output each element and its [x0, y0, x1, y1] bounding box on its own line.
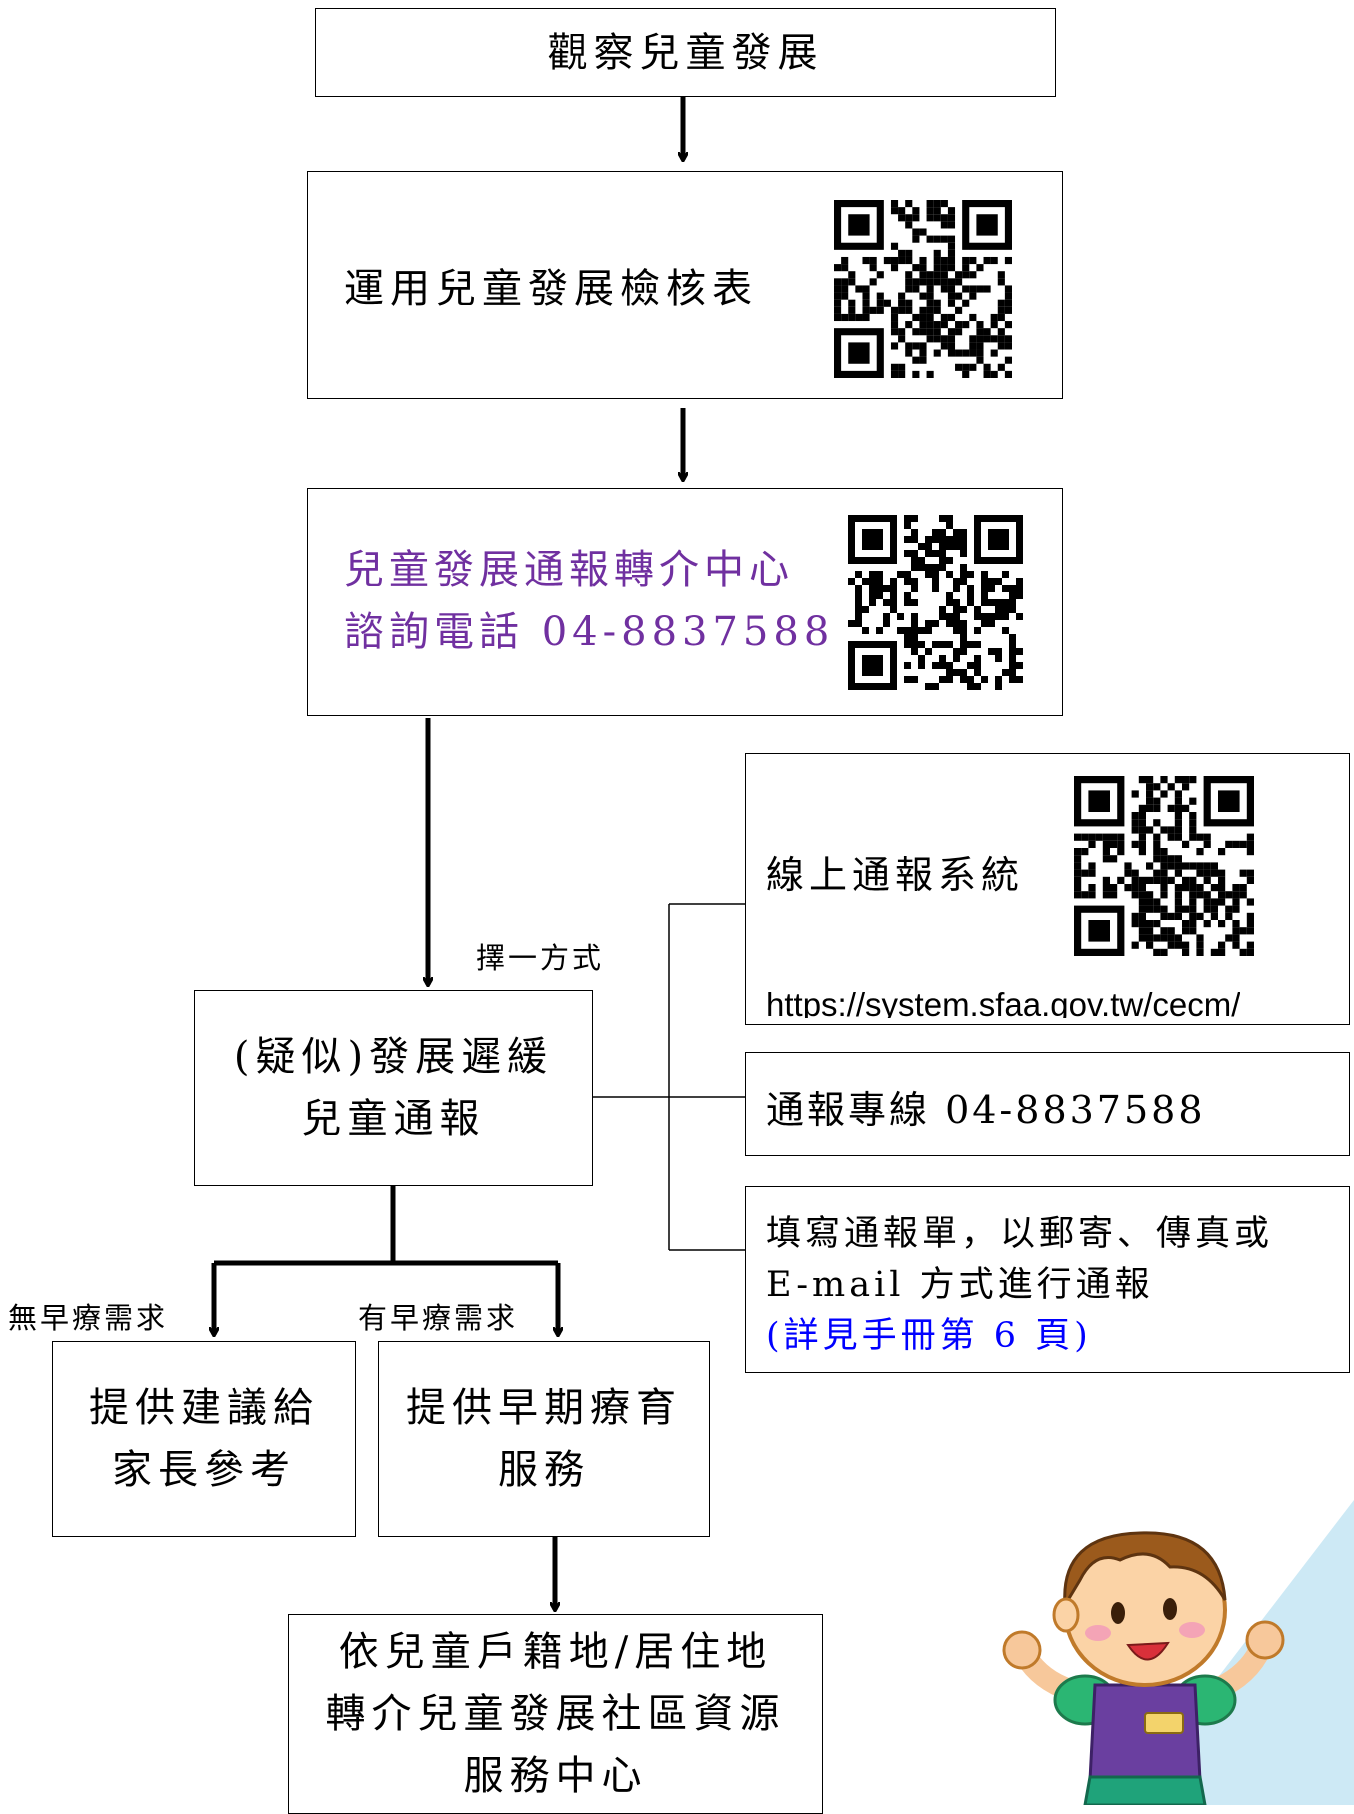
report-line2-text: 兒童通報 — [301, 1096, 486, 1142]
service-line1-text: 提供早期療育 — [406, 1385, 682, 1431]
qr-code-icon — [834, 200, 1012, 378]
checklist-text: 運用兒童發展檢核表 — [344, 266, 758, 312]
qr-code-icon — [848, 515, 1023, 690]
advice-box: 提供建議給 家長參考 — [52, 1341, 356, 1537]
center-box: 兒童發展通報轉介中心 諮詢電話 04-8837588 — [307, 488, 1063, 716]
center-name-text: 兒童發展通報轉介中心 — [344, 547, 794, 593]
form-line1-text: 填寫通報單，以郵寄、傳真或 — [766, 1214, 1274, 1254]
advice-line1-text: 提供建議給 — [89, 1385, 319, 1431]
refer-box: 依兒童戶籍地/居住地 轉介兒童發展社區資源 服務中心 — [288, 1614, 823, 1814]
refer-line2-text: 轉介兒童發展社區資源 — [325, 1691, 786, 1737]
form-line3-text: (詳見手冊第 6 頁) — [766, 1315, 1092, 1356]
form-line2-text: E-mail 方式進行通報 — [766, 1264, 1154, 1305]
observe-text: 觀察兒童發展 — [547, 29, 824, 76]
online-system-box: 線上通報系統 https://system.sfaa.gov.tw/cecm/ — [745, 753, 1350, 1025]
observe-box: 觀察兒童發展 — [315, 8, 1056, 97]
service-line2-text: 服務 — [498, 1447, 590, 1493]
report-box: (疑似)發展遲緩 兒童通報 — [194, 990, 593, 1186]
qr-code-icon — [1074, 776, 1254, 956]
report-line1-text: (疑似)發展遲緩 — [233, 1034, 554, 1080]
refer-line3-text: 服務中心 — [463, 1753, 648, 1799]
online-url-text: https://system.sfaa.gov.tw/cecm/ — [766, 986, 1241, 1018]
choose-one-label: 擇一方式 — [476, 941, 605, 975]
refer-line1-text: 依兒童戶籍地/居住地 — [338, 1629, 773, 1675]
online-system-text: 線上通報系統 — [766, 853, 1025, 897]
center-phone-text: 諮詢電話 04-8837588 — [344, 609, 835, 655]
no-need-label: 無早療需求 — [8, 1301, 169, 1335]
checklist-box: 運用兒童發展檢核表 — [307, 171, 1063, 399]
hotline-box: 通報專線 04-8837588 — [745, 1052, 1350, 1156]
advice-line2-text: 家長參考 — [112, 1447, 296, 1493]
hotline-text: 通報專線 04-8837588 — [766, 1088, 1206, 1132]
service-box: 提供早期療育 服務 — [378, 1341, 710, 1537]
child-illustration-icon — [1002, 1531, 1285, 1805]
form-box: 填寫通報單，以郵寄、傳真或 E-mail 方式進行通報 (詳見手冊第 6 頁) — [745, 1186, 1350, 1373]
has-need-label: 有早療需求 — [358, 1301, 519, 1335]
